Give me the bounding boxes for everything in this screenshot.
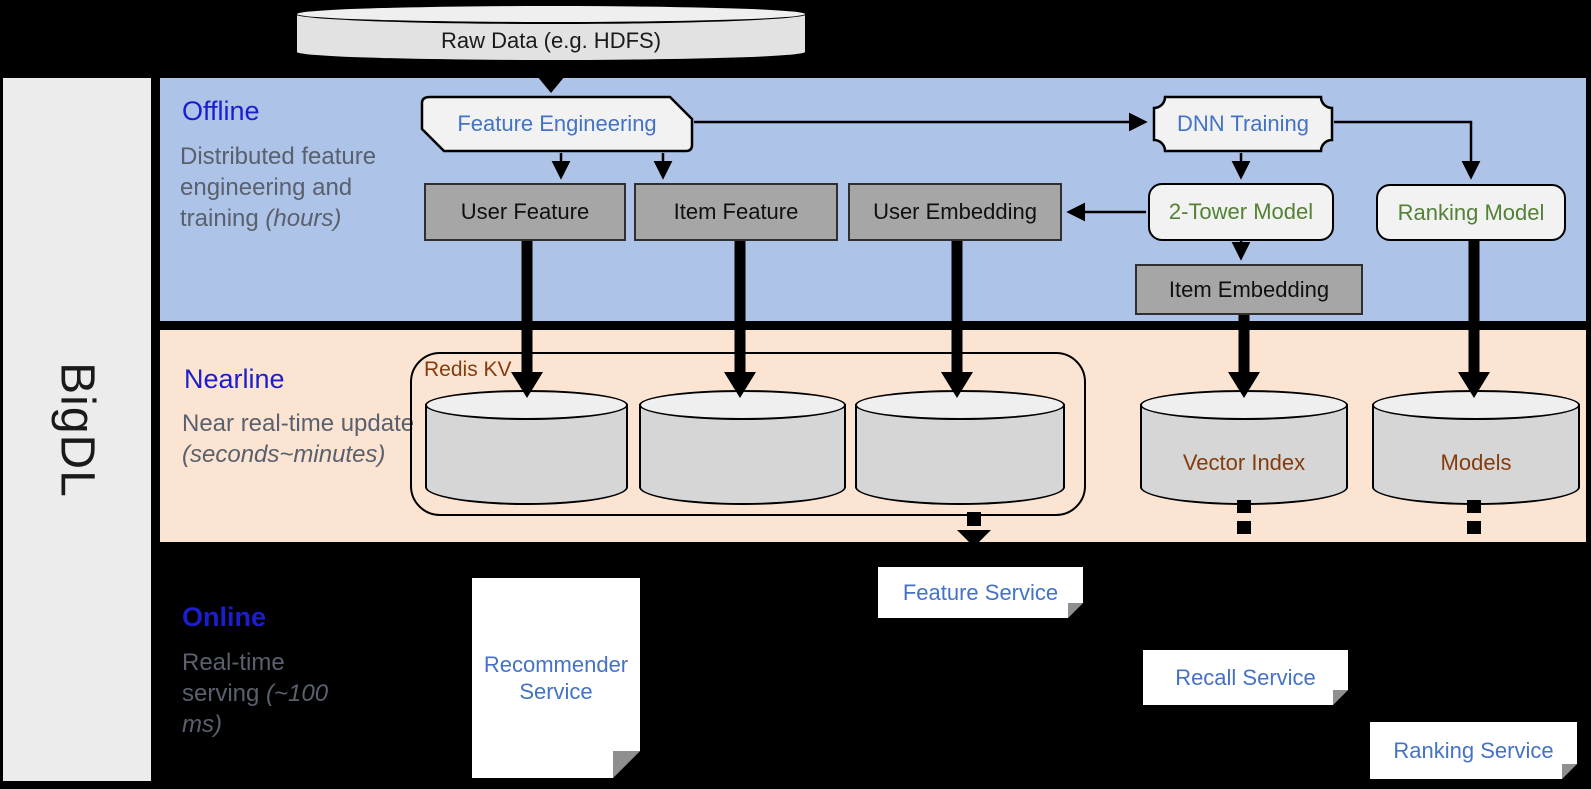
- offline-desc-text: Distributed feature engineering and trai…: [180, 143, 377, 233]
- dnn-training-shape: [1152, 95, 1334, 153]
- dnn-training-label: DNN Training: [1176, 111, 1310, 136]
- feature-service-doc: Feature Service: [878, 567, 1083, 618]
- two-tower-model-box: 2-Tower Model: [1148, 183, 1334, 241]
- raw-data-cylinder-top: [295, 4, 807, 24]
- offline-title: Offline: [182, 96, 260, 126]
- models-cylinder-top: [1372, 390, 1580, 420]
- recommender-service-doc: Recommender Service: [472, 578, 640, 778]
- bigdl-label: BigDL: [50, 361, 104, 498]
- offline-desc-note: (hours): [265, 205, 342, 233]
- feature-engineering-outline: [420, 95, 694, 153]
- nearline-desc: Near real-time update (seconds~minutes): [182, 408, 434, 470]
- feature-engineering-label: Feature Engineering: [457, 111, 657, 136]
- redis-cylinder-3-body: [855, 404, 1065, 505]
- user-embedding-box: User Embedding: [848, 183, 1062, 241]
- models-label: Models: [1440, 449, 1512, 475]
- nearline-title: Nearline: [184, 364, 285, 394]
- online-desc: Real-time serving (~100 ms): [182, 647, 342, 741]
- raw-data-label: Raw Data (e.g. HDFS): [440, 28, 662, 53]
- vector-index-cylinder-top: [1140, 390, 1348, 420]
- nearline-desc-note: (seconds~minutes): [182, 441, 386, 469]
- redis-cylinder-2-body: [639, 404, 846, 505]
- ranking-service-doc: Ranking Service: [1370, 722, 1577, 779]
- redis-cylinder-1: [425, 390, 628, 505]
- online-desc-text: Real-time serving: [182, 649, 285, 708]
- online-desc-note: (~100 ms): [182, 680, 329, 739]
- offline-desc: Distributed feature engineering and trai…: [180, 141, 385, 235]
- redis-cylinder-3: [855, 390, 1065, 505]
- item-feature-box: Item Feature: [634, 183, 838, 241]
- redis-cylinder-2: [639, 390, 846, 505]
- bigdl-sidebar: BigDL: [3, 78, 151, 781]
- dnn-training-outline: [1152, 95, 1334, 153]
- models-cylinder: Models: [1372, 390, 1580, 505]
- redis-cylinder-1-body: [425, 404, 628, 505]
- feature-engineering-shape: [420, 95, 694, 153]
- raw-data-cylinder: Raw Data (e.g. HDFS): [295, 4, 807, 62]
- redis-kv-label: Redis KV: [424, 358, 512, 381]
- recall-service-doc: Recall Service: [1143, 650, 1348, 705]
- online-title: Online: [182, 602, 267, 632]
- ranking-model-box: Ranking Model: [1376, 184, 1566, 241]
- vector-index-cylinder: Vector Index: [1140, 390, 1348, 505]
- user-feature-box: User Feature: [424, 183, 626, 241]
- item-embedding-box: Item Embedding: [1135, 264, 1363, 315]
- redis-cylinder-3-top: [855, 390, 1065, 420]
- redis-kv-container: [410, 352, 1086, 516]
- redis-cylinder-2-top: [639, 390, 846, 420]
- redis-cylinder-1-top: [425, 390, 628, 420]
- nearline-desc-text: Near real-time update: [182, 410, 415, 437]
- vector-index-label: Vector Index: [1182, 449, 1306, 475]
